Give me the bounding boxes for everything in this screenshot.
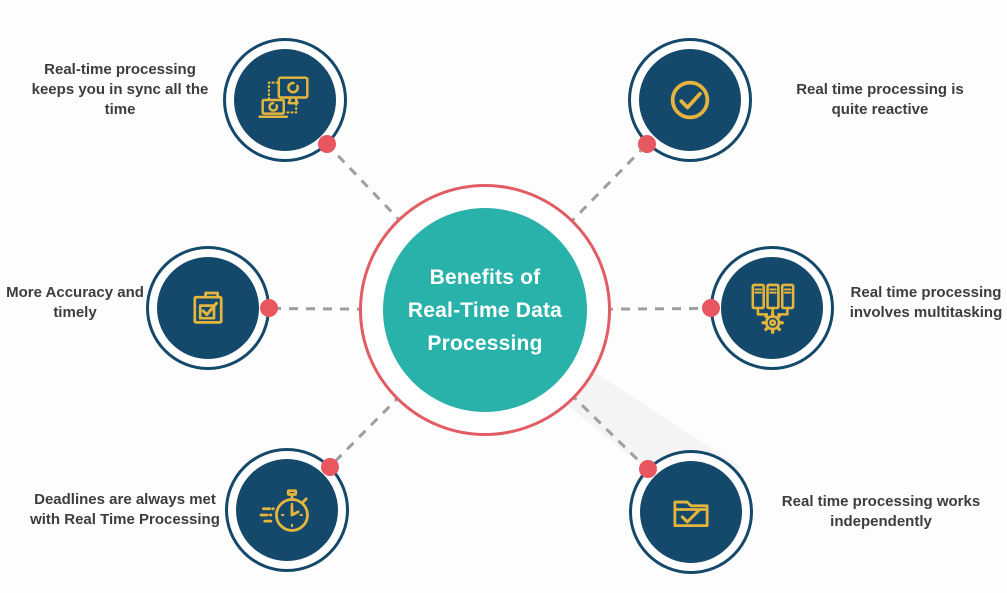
node-sync [223,38,347,162]
check-circle-icon [670,80,710,120]
node-multitasking-disc [721,257,823,359]
servers-gear-icon [751,283,795,334]
connector-dot-middle-right [702,299,720,317]
hub-title-line-1: Benefits of [429,265,541,289]
dashed-line-bottom-left [285,308,487,512]
node-reactive [628,38,752,162]
devices-sync-icon [258,76,309,118]
folder-check-icon [673,500,709,528]
node-accuracy [146,246,270,370]
shadow-wedge [558,358,742,472]
stopwatch-icon [259,489,309,532]
hub-title-line-2: Real-Time Data [407,298,563,322]
connector-dot-top-right [638,135,656,153]
node-sync-disc [234,49,336,151]
label-reactive: Real time processing is quite reactive [796,81,964,118]
connector-dot-middle-left [260,299,278,317]
node-deadlines [225,448,349,572]
central-hub: Benefits of Real-Time Data Processing [359,184,611,436]
connector-dot-top-left [318,135,336,153]
node-deadlines-disc [236,459,338,561]
node-accuracy-disc [157,257,259,359]
label-independent: Real time processing works independently [781,493,981,530]
label-multitasking: Real time processing involves multitaski… [849,284,1003,321]
node-independent-disc [640,461,742,563]
connector-dot-bottom-left [321,458,339,476]
node-multitasking [710,246,834,370]
node-reactive-disc [639,49,741,151]
label-deadlines: Deadlines are always met with Real Time … [30,491,220,528]
hub-title-line-3: Processing [427,331,543,355]
label-sync: Real-time processing keeps you in sync a… [31,61,209,118]
clipboard-check-icon [193,291,223,324]
dashed-line-middle-left [207,306,486,312]
connector-dot-bottom-right [639,460,657,478]
label-accuracy: More Accuracy and timely [6,284,144,321]
central-hub-disc: Benefits of Real-Time Data Processing [383,208,587,412]
